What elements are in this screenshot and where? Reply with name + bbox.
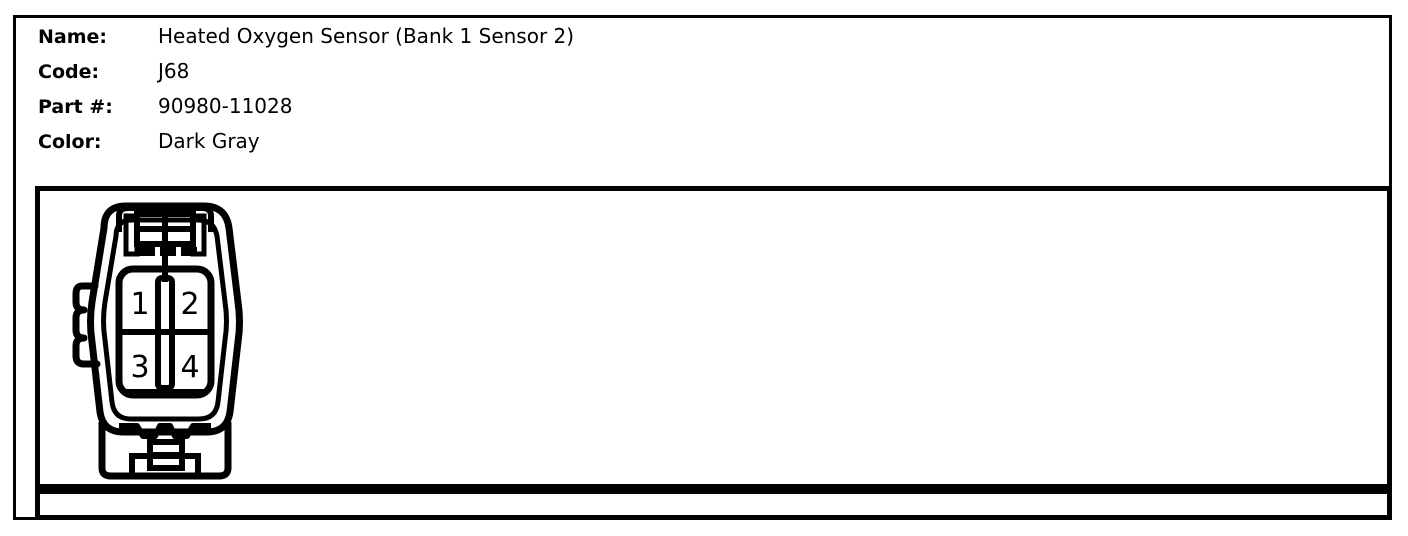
connector-pin-label-1: 1 (130, 287, 149, 322)
spec-label-part-number: Part #: (38, 96, 113, 118)
connector-latch-tooth-1 (139, 247, 155, 256)
connector-latch-tooth-2 (160, 247, 176, 256)
connector-diagram-box (35, 186, 1392, 489)
spec-label-code: Code: (38, 61, 100, 83)
connector-skirt-notch (119, 423, 211, 439)
connector-pin-label-2: 2 (180, 287, 199, 322)
footer-strip (35, 489, 1392, 520)
spec-label-name: Name: (38, 26, 108, 48)
connector-latch-tooth-3 (181, 247, 197, 256)
connector-left-notch (72, 282, 101, 368)
connector-pin-label-3: 3 (130, 350, 149, 385)
connector-latch-bracket (116, 205, 214, 232)
connector-center-post (155, 275, 175, 391)
spec-value-part-number: 90980-11028 (158, 94, 293, 118)
connector-illustration: 1 2 3 4 (40, 190, 280, 485)
spec-row-name: Name: Heated Oxygen Sensor (Bank 1 Senso… (38, 24, 1038, 59)
connector-inner-shell (101, 217, 229, 422)
spec-row-color: Color: Dark Gray (38, 129, 1038, 164)
spec-value-code: J68 (158, 59, 190, 83)
specification-list: Name: Heated Oxygen Sensor (Bank 1 Senso… (38, 24, 1038, 164)
spec-value-name: Heated Oxygen Sensor (Bank 1 Sensor 2) (158, 24, 575, 48)
spec-label-color: Color: (38, 131, 102, 153)
spec-row-part-number: Part #: 90980-11028 (38, 94, 1038, 129)
spec-row-code: Code: J68 (38, 59, 1038, 94)
connector-pin-label-4: 4 (180, 350, 199, 385)
spec-value-color: Dark Gray (158, 129, 260, 153)
connector-face-diagram: 1 2 3 4 (72, 202, 243, 480)
